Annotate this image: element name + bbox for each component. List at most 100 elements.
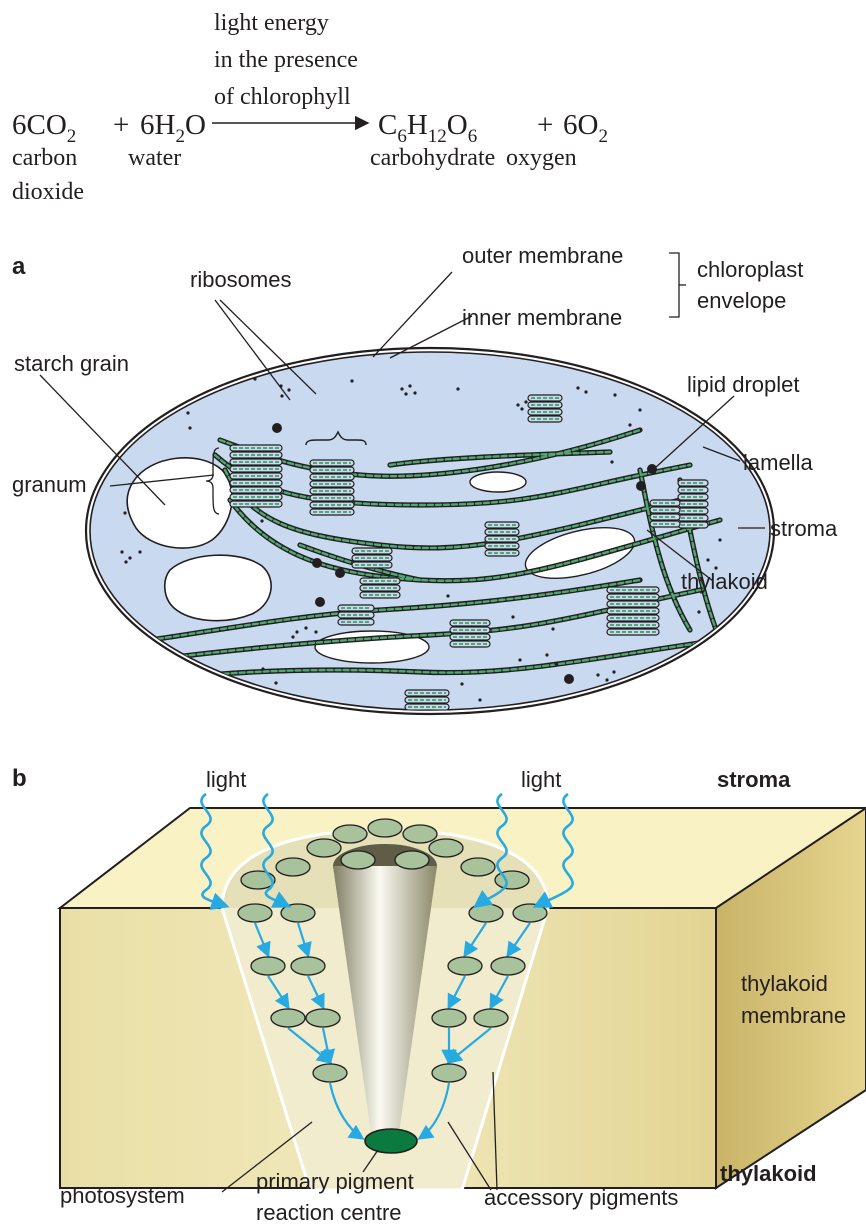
- ribosome: [138, 550, 141, 553]
- product-carbohydrate: C6H12O6: [378, 109, 477, 147]
- granum: [485, 522, 519, 556]
- lipid-droplet: [272, 423, 282, 433]
- label-thylakoid-b: thylakoid: [720, 1161, 817, 1186]
- thylakoid-disc: [607, 601, 659, 607]
- thylakoid-disc: [230, 452, 282, 458]
- thylakoid-disc: [230, 459, 282, 465]
- ribosome: [124, 560, 127, 563]
- ribosome: [456, 387, 459, 390]
- photosynthesis-equation: light energy in the presence of chloroph…: [12, 10, 608, 205]
- pigment: [238, 904, 272, 922]
- plus-sign-right: +: [537, 109, 553, 141]
- ribosome: [408, 384, 411, 387]
- ribosome: [576, 386, 579, 389]
- photosystem-panel: b light light stroma thylakoid membrane …: [12, 765, 866, 1225]
- pigment: [429, 839, 463, 857]
- label-light-right: light: [521, 767, 561, 792]
- thylakoid-disc: [230, 494, 282, 500]
- thylakoid-disc: [607, 608, 659, 614]
- ribosome: [520, 407, 523, 410]
- label-outer-membrane: outer membrane: [462, 243, 623, 268]
- ribosome: [605, 678, 608, 681]
- thylakoid-disc: [405, 725, 449, 731]
- label-oxygen: oxygen: [506, 145, 577, 171]
- lipid-droplet: [315, 597, 325, 607]
- thylakoid-disc: [607, 594, 659, 600]
- ribosome: [400, 387, 403, 390]
- granum: [338, 605, 374, 625]
- label-thylakoid-membrane-2: membrane: [741, 1003, 846, 1028]
- granum: [230, 445, 282, 507]
- granum: [360, 578, 400, 598]
- ribosome: [516, 403, 519, 406]
- ribosome: [446, 594, 449, 597]
- granum: [352, 548, 392, 568]
- ribosome: [280, 394, 283, 397]
- granum: [450, 620, 490, 647]
- ribosome: [718, 538, 721, 541]
- pigment: [513, 904, 547, 922]
- starch-grain-2: [165, 555, 271, 621]
- label-thylakoid-membrane-1: thylakoid: [741, 971, 828, 996]
- pigment: [368, 819, 402, 837]
- ribosome: [554, 662, 557, 665]
- label-photosystem: photosystem: [60, 1183, 185, 1208]
- ribosome: [350, 379, 353, 382]
- label-lamella: lamella: [743, 450, 813, 475]
- ribosome: [610, 460, 613, 463]
- label-ribosomes: ribosomes: [190, 267, 291, 292]
- ribosome: [613, 393, 616, 396]
- label-chloroplast: chloroplast: [697, 257, 803, 282]
- label-reaction-centre: reaction centre: [256, 1200, 402, 1225]
- thylakoid-disc: [230, 466, 282, 472]
- ribosome: [545, 653, 548, 656]
- pigment: [313, 1064, 347, 1082]
- plus-sign-left: +: [113, 109, 129, 141]
- reactant-water: 6H2O: [140, 109, 206, 147]
- ribosome: [295, 630, 298, 633]
- pigment: [432, 1009, 466, 1027]
- label-carbon: carbon: [12, 145, 77, 171]
- pigment: [271, 1009, 305, 1027]
- ribosome: [511, 615, 514, 618]
- pigment: [491, 957, 525, 975]
- ribosome: [188, 426, 191, 429]
- pigment: [306, 1009, 340, 1027]
- chloroplast-panel: a: [12, 243, 838, 738]
- lipid-droplet: [647, 464, 657, 474]
- pigment: [432, 1064, 466, 1082]
- thylakoid-disc: [405, 732, 449, 738]
- ribosome: [413, 391, 416, 394]
- ribosome: [551, 627, 554, 630]
- thylakoid-disc: [607, 629, 659, 635]
- ribosome: [628, 423, 631, 426]
- ribosome: [596, 673, 599, 676]
- ribosome: [638, 408, 641, 411]
- condition-line-1: light energy: [214, 10, 329, 36]
- ribosome: [460, 682, 463, 685]
- granum: [310, 460, 354, 515]
- label-accessory-pigments: accessory pigments: [484, 1185, 678, 1210]
- ribosome: [701, 651, 704, 654]
- starch-grain-1: [127, 458, 232, 548]
- lipid-droplet: [312, 558, 322, 568]
- lipid-droplet: [636, 481, 646, 491]
- granum: [607, 587, 659, 635]
- ribosome: [706, 558, 709, 561]
- thylakoid-disc: [607, 622, 659, 628]
- ribosome: [314, 630, 317, 633]
- pigment: [474, 1009, 508, 1027]
- label-stroma-a: stroma: [770, 516, 838, 541]
- panel-a-letter: a: [12, 253, 26, 280]
- label-envelope: envelope: [697, 288, 786, 313]
- thylakoid-disc: [230, 473, 282, 479]
- ribosome: [132, 431, 135, 434]
- condition-line-2: in the presence: [214, 47, 358, 73]
- pigment: [276, 858, 310, 876]
- panel-b-letter: b: [12, 765, 27, 792]
- pigment: [403, 825, 437, 843]
- label-dioxide: dioxide: [12, 179, 84, 205]
- pigment: [281, 904, 315, 922]
- condition-line-3: of chlorophyll: [214, 84, 351, 110]
- ribosome: [524, 400, 527, 403]
